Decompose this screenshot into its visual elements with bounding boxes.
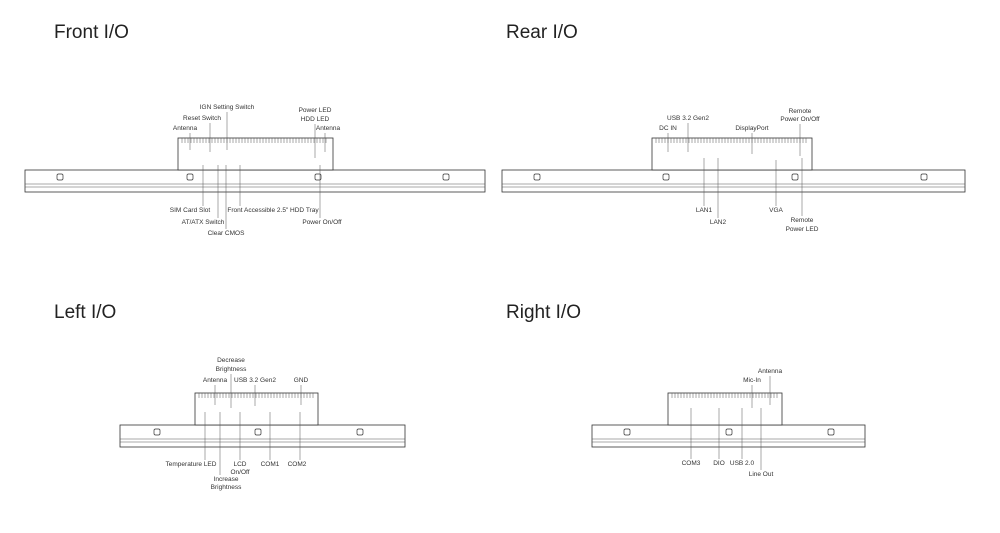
front-label: IGN Setting Switch <box>200 104 255 111</box>
rear-label: VGA <box>769 207 783 214</box>
rear-io-title: Rear I/O <box>506 22 578 43</box>
rear-label: DC IN <box>659 125 677 132</box>
right-label: DIO <box>713 460 725 467</box>
right-device <box>591 392 866 448</box>
rear-label: Power On/Off <box>780 116 819 123</box>
left-label: LCD <box>233 461 246 468</box>
rear-label: Remote <box>791 217 814 224</box>
front-label: SIM Card Slot <box>170 207 211 214</box>
left-label: Temperature LED <box>166 461 217 468</box>
io-box <box>194 392 319 426</box>
left-label: Antenna <box>203 377 228 384</box>
front-label: Antenna <box>316 125 341 132</box>
left-label: On/Off <box>230 469 249 476</box>
rear-label: Remote <box>789 108 812 115</box>
mount-knob <box>314 173 322 181</box>
front-label: AT/ATX Switch <box>182 219 225 226</box>
mount-knob <box>662 173 670 181</box>
left-label: COM2 <box>288 461 307 468</box>
mount-knob <box>623 428 631 436</box>
panel-frame <box>24 169 486 193</box>
mount-knob <box>920 173 928 181</box>
mount-knob <box>791 173 799 181</box>
front-device <box>24 137 486 193</box>
left-label: Increase <box>214 476 239 483</box>
io-box <box>651 137 813 171</box>
left-label: COM1 <box>261 461 280 468</box>
left-label: Brightness <box>211 484 242 491</box>
mount-knob <box>356 428 364 436</box>
mount-knob <box>254 428 262 436</box>
panel-frame <box>591 424 866 448</box>
right-label: COM3 <box>682 460 701 467</box>
left-device <box>119 392 406 448</box>
panel-frame <box>119 424 406 448</box>
rear-label: LAN2 <box>710 219 727 226</box>
panel-frame <box>501 169 966 193</box>
right-label: USB 2.0 <box>730 460 755 467</box>
left-label: Decrease <box>217 357 245 364</box>
mount-knob <box>153 428 161 436</box>
io-box <box>177 137 334 171</box>
front-label: Clear CMOS <box>208 230 246 237</box>
left-io-title: Left I/O <box>54 302 117 323</box>
front-label: Reset Switch <box>183 115 221 122</box>
right-label: Line Out <box>749 471 774 478</box>
right-io-title: Right I/O <box>506 302 581 323</box>
right-label: Antenna <box>758 368 783 375</box>
mount-knob <box>186 173 194 181</box>
front-label: Antenna <box>173 125 198 132</box>
mount-knob <box>827 428 835 436</box>
front-label: Power LED <box>299 107 332 114</box>
mount-knob <box>56 173 64 181</box>
mount-knob <box>442 173 450 181</box>
rear-label: USB 3.2 Gen2 <box>667 115 709 122</box>
io-box <box>667 392 783 426</box>
rear-label: LAN1 <box>696 207 713 214</box>
rear-label: DisplayPort <box>735 125 768 132</box>
rear-label: Power LED <box>786 226 819 233</box>
mount-knob <box>725 428 733 436</box>
left-label: GND <box>294 377 309 384</box>
front-io-title: Front I/O <box>54 22 129 43</box>
mount-knob <box>533 173 541 181</box>
left-label: Brightness <box>216 366 247 373</box>
front-label: Power On/Off <box>302 219 341 226</box>
right-label: Mic-In <box>743 377 761 384</box>
front-label: Front Accessible 2.5" HDD Tray <box>227 207 319 214</box>
front-label: HDD LED <box>301 116 330 123</box>
left-label: USB 3.2 Gen2 <box>234 377 276 384</box>
rear-device <box>501 137 966 193</box>
